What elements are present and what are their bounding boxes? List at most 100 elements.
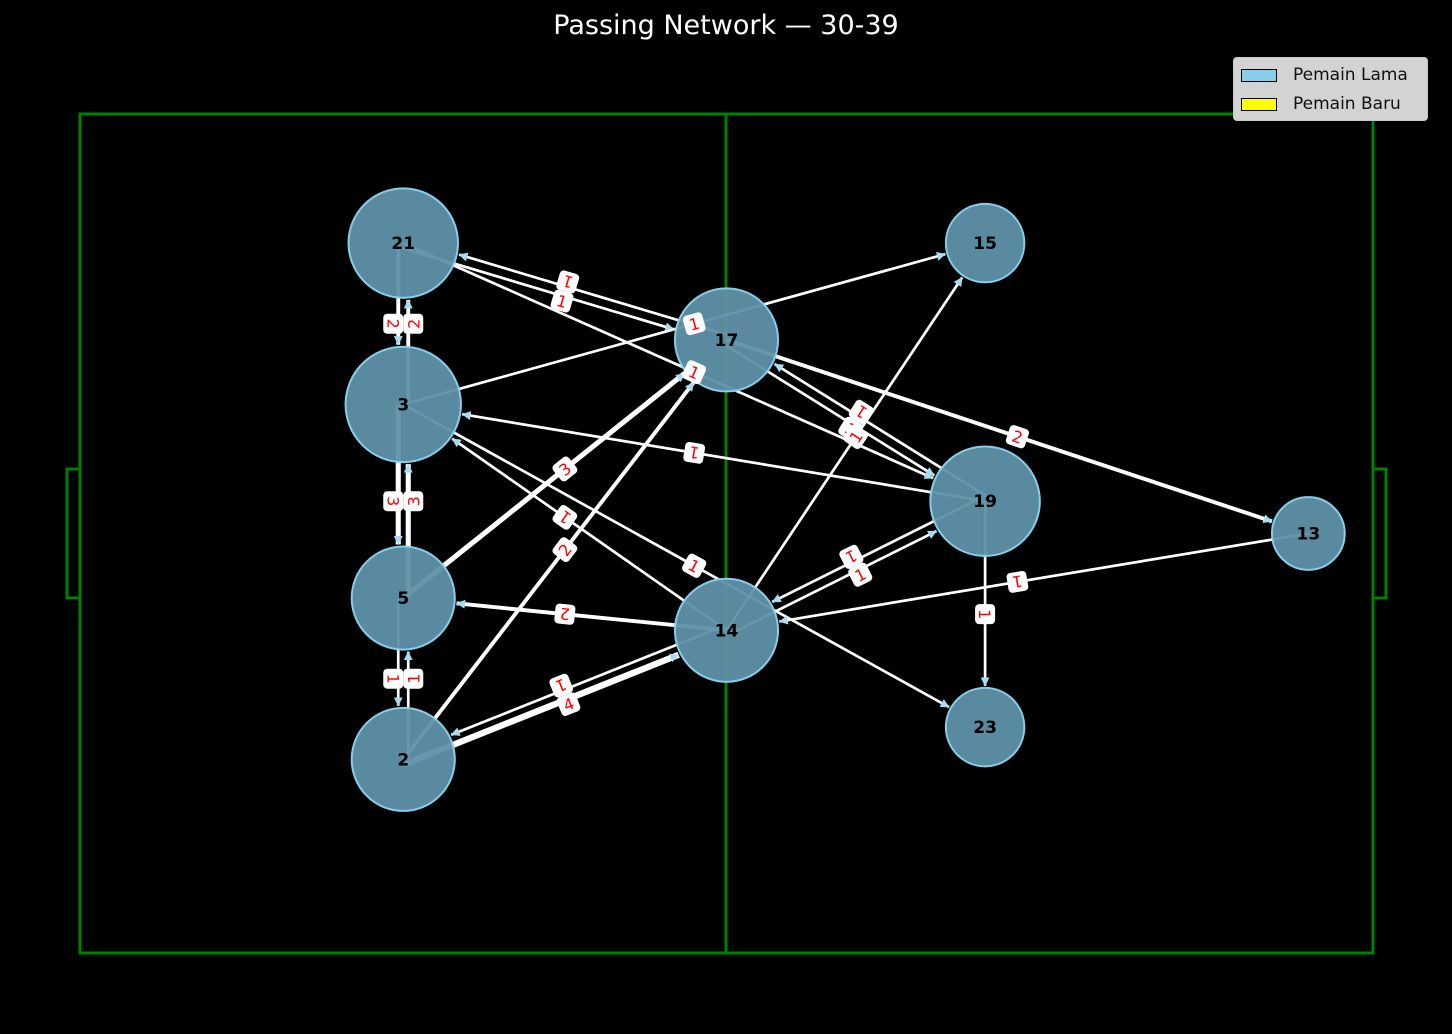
pass-count-labels: 22331132412111111111211111 (383, 270, 1030, 716)
pass-count-label-box (403, 313, 424, 334)
pass-count-label-box (552, 537, 578, 563)
legend-item-pemain-lama: Pemain Lama (1241, 64, 1408, 86)
legend-label: Pemain Lama (1293, 65, 1408, 85)
right-goal (1371, 467, 1388, 600)
pass-count-label: 1 (552, 505, 578, 530)
player-number-label: 3 (397, 395, 409, 415)
pass-count-label: 1 (550, 289, 574, 313)
pass-edge (402, 403, 950, 709)
pass-count-label: 1 (682, 553, 707, 578)
pass-count-label-box (552, 505, 578, 530)
pass-count-label: 2 (554, 603, 576, 625)
pass-count-label-box (552, 456, 578, 482)
player-node-3 (344, 345, 462, 464)
player-node-19 (929, 445, 1041, 557)
pass-count-label: 1 (848, 562, 873, 587)
player-node-14 (673, 577, 780, 683)
pass-count-label-text: 3 (383, 496, 402, 506)
player-number-label: 14 (715, 621, 739, 641)
legend-label: Pemain Baru (1293, 94, 1401, 114)
pass-count-label-text: 1 (404, 674, 423, 684)
pass-count-label: 1 (403, 668, 424, 689)
pass-count-label-box (549, 673, 573, 698)
pass-count-label: 1 (556, 270, 580, 294)
player-node-5 (350, 545, 456, 651)
pass-count-label-box (848, 399, 874, 425)
pass-count-label-text: 1 (688, 442, 701, 462)
pass-count-label: 1 (682, 312, 706, 336)
pass-count-label-box (848, 562, 873, 587)
pass-count-label: 1 (683, 441, 706, 464)
pass-count-label: 1 (1006, 571, 1029, 593)
pass-count-label-box (556, 270, 580, 294)
pass-count-label: 1 (839, 544, 864, 569)
pass-count-label: 2 (383, 313, 404, 334)
player-number-label: 2 (397, 750, 409, 770)
pass-count-label: 1 (682, 360, 707, 385)
legend: Pemain Lama Pemain Baru (1233, 57, 1428, 121)
pass-count-label-text: 1 (975, 609, 994, 619)
pass-count-label-box (1006, 571, 1029, 593)
pass-count-label-text: 2 (559, 604, 571, 624)
pass-count-label: 3 (552, 456, 578, 482)
pass-count-label: 3 (403, 491, 424, 512)
pass-count-label: 2 (1005, 425, 1030, 449)
pass-count-label-text: 2 (404, 319, 423, 329)
chart-title: Passing Network — 30-39 (553, 10, 899, 41)
pass-count-label-text: 1 (687, 314, 702, 335)
pass-edges (393, 241, 1309, 767)
pass-edge (778, 532, 1309, 625)
pass-count-label-box (975, 604, 996, 625)
pass-count-label-box (550, 289, 574, 313)
pass-count-label: 1 (549, 673, 573, 698)
player-node-13 (1270, 496, 1346, 571)
player-number-label: 19 (973, 492, 997, 512)
player-number-label: 17 (715, 331, 739, 351)
pass-count-label-box (554, 603, 576, 625)
pass-count-label-text: 3 (404, 496, 423, 506)
pass-count-label-box (682, 360, 707, 385)
pass-count-label-text: 1 (1011, 571, 1024, 591)
player-number-label: 15 (973, 234, 997, 254)
pass-count-label-box (383, 313, 404, 334)
player-number-label: 5 (397, 589, 409, 609)
pass-count-label-box (839, 544, 864, 569)
player-node-21 (347, 187, 459, 299)
legend-swatch-pemain-lama (1241, 68, 1277, 82)
pass-count-label: 1 (975, 604, 996, 625)
player-number-label: 13 (1297, 525, 1321, 545)
left-goal (65, 467, 82, 600)
pass-count-label-text: 1 (383, 674, 402, 684)
pass-count-label-box (383, 668, 404, 689)
pass-count-label-box (683, 441, 706, 464)
pass-count-label-box (403, 668, 424, 689)
pass-count-label-box (1005, 425, 1030, 449)
pass-count-label: 1 (848, 399, 874, 425)
player-node-2 (350, 706, 456, 812)
player-number-label: 21 (391, 234, 415, 254)
pitch (65, 112, 1388, 955)
legend-swatch-pemain-baru (1241, 97, 1277, 111)
pass-count-label: 1 (383, 668, 404, 689)
player-node-15 (944, 202, 1026, 284)
pass-count-label-box (843, 424, 869, 450)
pass-count-label: 2 (403, 313, 424, 334)
pass-count-label-text: 2 (383, 319, 402, 329)
pass-edge (461, 411, 986, 503)
pass-count-label-box (682, 553, 707, 578)
pass-edge (401, 371, 687, 601)
pass-count-label-box (403, 491, 424, 512)
legend-item-pemain-baru: Pemain Baru (1241, 93, 1401, 115)
pass-count-label: 1 (843, 424, 869, 450)
pass-edge (451, 437, 728, 632)
pass-edge (725, 338, 1273, 524)
pass-count-label: 2 (552, 537, 578, 563)
pass-count-label-box (383, 491, 404, 512)
player-node-23 (944, 686, 1026, 768)
pass-count-label-box (682, 312, 706, 336)
pass-edge (402, 252, 946, 406)
pass-count-label: 3 (383, 491, 404, 512)
pass-edge (725, 276, 964, 632)
